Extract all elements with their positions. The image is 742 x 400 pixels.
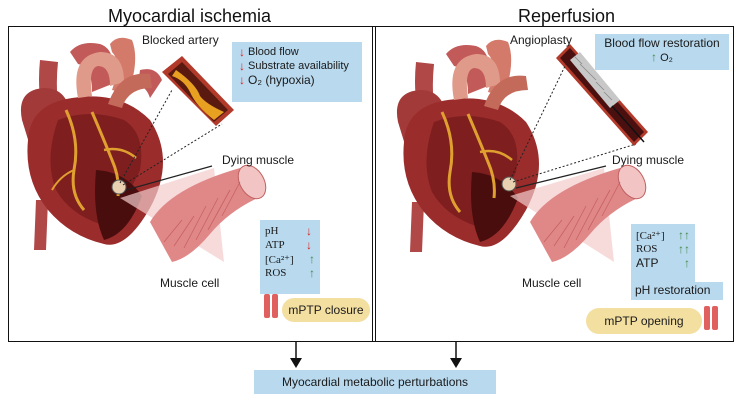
restoration-o2: O₂ [660, 52, 673, 64]
ischemia-effects-box: ↓Blood flow ↓Substrate availability ↓O₂ … [232, 42, 362, 102]
marker-text: [Ca²⁺] [636, 229, 665, 242]
marker-row: [Ca²⁺] ↑ [265, 252, 315, 266]
mptp-channel-right [704, 306, 718, 330]
effect-text: O₂ (hypoxia) [248, 73, 315, 87]
double-up-arrow-icon: ↑↑ [678, 227, 690, 242]
outcome-box: Myocardial metabolic perturbations [254, 370, 496, 394]
marker-text: ROS [265, 267, 287, 279]
marker-row: ATP ↑ [636, 256, 690, 270]
up-arrow-icon: ↑ [309, 265, 315, 280]
marker-text: [Ca²⁺] [265, 253, 294, 266]
down-arrow-icon: ↓ [306, 237, 312, 252]
panel-reperfusion [372, 26, 734, 342]
panel-ischemia [8, 26, 376, 342]
label-muscle-cell-left: Muscle cell [160, 276, 220, 290]
mptp-opening-pill: mPTP opening [586, 308, 702, 334]
marker-text: ATP [265, 239, 285, 251]
muscle-cell-left [150, 164, 267, 262]
ischemia-markers-box: pH ↓ ATP ↓ [Ca²⁺] ↑ ROS ↑ [260, 220, 320, 294]
marker-row: ATP ↓ [265, 238, 315, 252]
mptp-channel-left [264, 294, 278, 318]
label-blocked-artery: Blocked artery [142, 33, 219, 47]
stented-artery-illustration [556, 44, 648, 146]
effect-text: Blood flow [248, 46, 299, 58]
marker-row: [Ca²⁺] ↑↑ [636, 228, 690, 242]
marker-text: ATP [636, 256, 659, 270]
marker-text: pH [265, 225, 279, 237]
label-dying-muscle-right: Dying muscle [612, 153, 685, 167]
title-ischemia: Myocardial ischemia [108, 6, 272, 26]
ph-restoration-label: pH restoration [631, 282, 723, 300]
up-arrow-icon: ↑ [684, 256, 690, 270]
heart-left [20, 37, 163, 250]
mptp-closure-pill: mPTP closure [282, 298, 370, 322]
effect-row: ↓Blood flow [236, 45, 358, 59]
double-up-arrow-icon: ↑↑ [678, 241, 690, 256]
restoration-o2-row: ↑ O₂ [599, 50, 725, 64]
restoration-box: Blood flow restoration ↑ O₂ [595, 34, 729, 70]
reperfusion-markers-box: [Ca²⁺] ↑↑ ROS ↑↑ ATP ↑ [631, 224, 695, 282]
marker-text: ROS [636, 243, 658, 255]
down-arrow-icon: ↓ [239, 45, 245, 59]
up-arrow-icon: ↑ [651, 50, 658, 64]
muscle-cell-right [530, 164, 647, 262]
effect-row: ↓O₂ (hypoxia) [236, 73, 358, 87]
down-arrow-icon: ↓ [306, 223, 312, 238]
effect-text: Substrate availability [248, 60, 349, 72]
blocked-artery-illustration [162, 56, 234, 126]
label-muscle-cell-right: Muscle cell [522, 276, 582, 290]
label-angioplasty: Angioplasty [510, 33, 573, 47]
down-arrow-icon: ↓ [239, 59, 245, 73]
marker-row: ROS ↑ [265, 266, 315, 280]
heart-right [396, 39, 539, 252]
down-arrow-icon: ↓ [239, 73, 245, 87]
marker-row: pH ↓ [265, 224, 315, 238]
marker-row: ROS ↑↑ [636, 242, 690, 256]
restoration-title: Blood flow restoration [604, 36, 720, 50]
effect-row: ↓Substrate availability [236, 59, 358, 73]
bottom-arrows [290, 342, 462, 368]
label-dying-muscle-left: Dying muscle [222, 153, 295, 167]
title-reperfusion: Reperfusion [518, 6, 616, 26]
up-arrow-icon: ↑ [309, 251, 315, 266]
